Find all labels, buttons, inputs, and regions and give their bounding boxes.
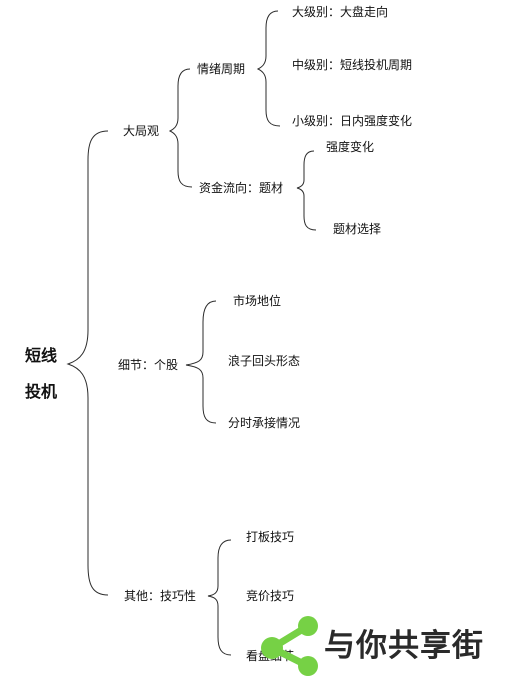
node-details: 细节：个股 [118, 358, 179, 372]
root-line-2: 投机 [25, 382, 58, 401]
watermark-text: 与你共享街 [324, 628, 484, 664]
capital-flow-bracket [296, 150, 317, 231]
node-market-position: 市场地位 [233, 294, 282, 308]
node-capital-flow: 资金流向：题材 [199, 181, 284, 195]
node-other: 其他：技巧性 [124, 589, 197, 603]
node-medium-level: 中级别：短线投机周期 [292, 58, 413, 72]
node-strength-change: 强度变化 [326, 140, 375, 154]
node-theme-selection: 题材选择 [333, 222, 382, 236]
node-pullback-pattern: 浪子回头形态 [228, 354, 301, 368]
root-bracket [66, 130, 109, 596]
root-line-1: 短线 [25, 346, 58, 365]
node-limit-up: 打板技巧 [246, 530, 295, 544]
node-intraday-support: 分时承接情况 [228, 416, 301, 430]
root-node: 短线 投机 [25, 338, 65, 410]
node-large-level: 大级别：大盘走向 [292, 5, 389, 19]
node-auction: 竞价技巧 [246, 589, 295, 603]
details-bracket [185, 300, 217, 424]
node-emotion-cycle: 情绪周期 [197, 62, 246, 76]
emotion-cycle-bracket [256, 10, 281, 127]
big-picture-bracket [168, 68, 193, 188]
share-icon [261, 616, 318, 676]
node-big-picture: 大局观 [123, 124, 160, 138]
node-small-level: 小级别：日内强度变化 [292, 114, 413, 128]
other-bracket [207, 539, 232, 656]
